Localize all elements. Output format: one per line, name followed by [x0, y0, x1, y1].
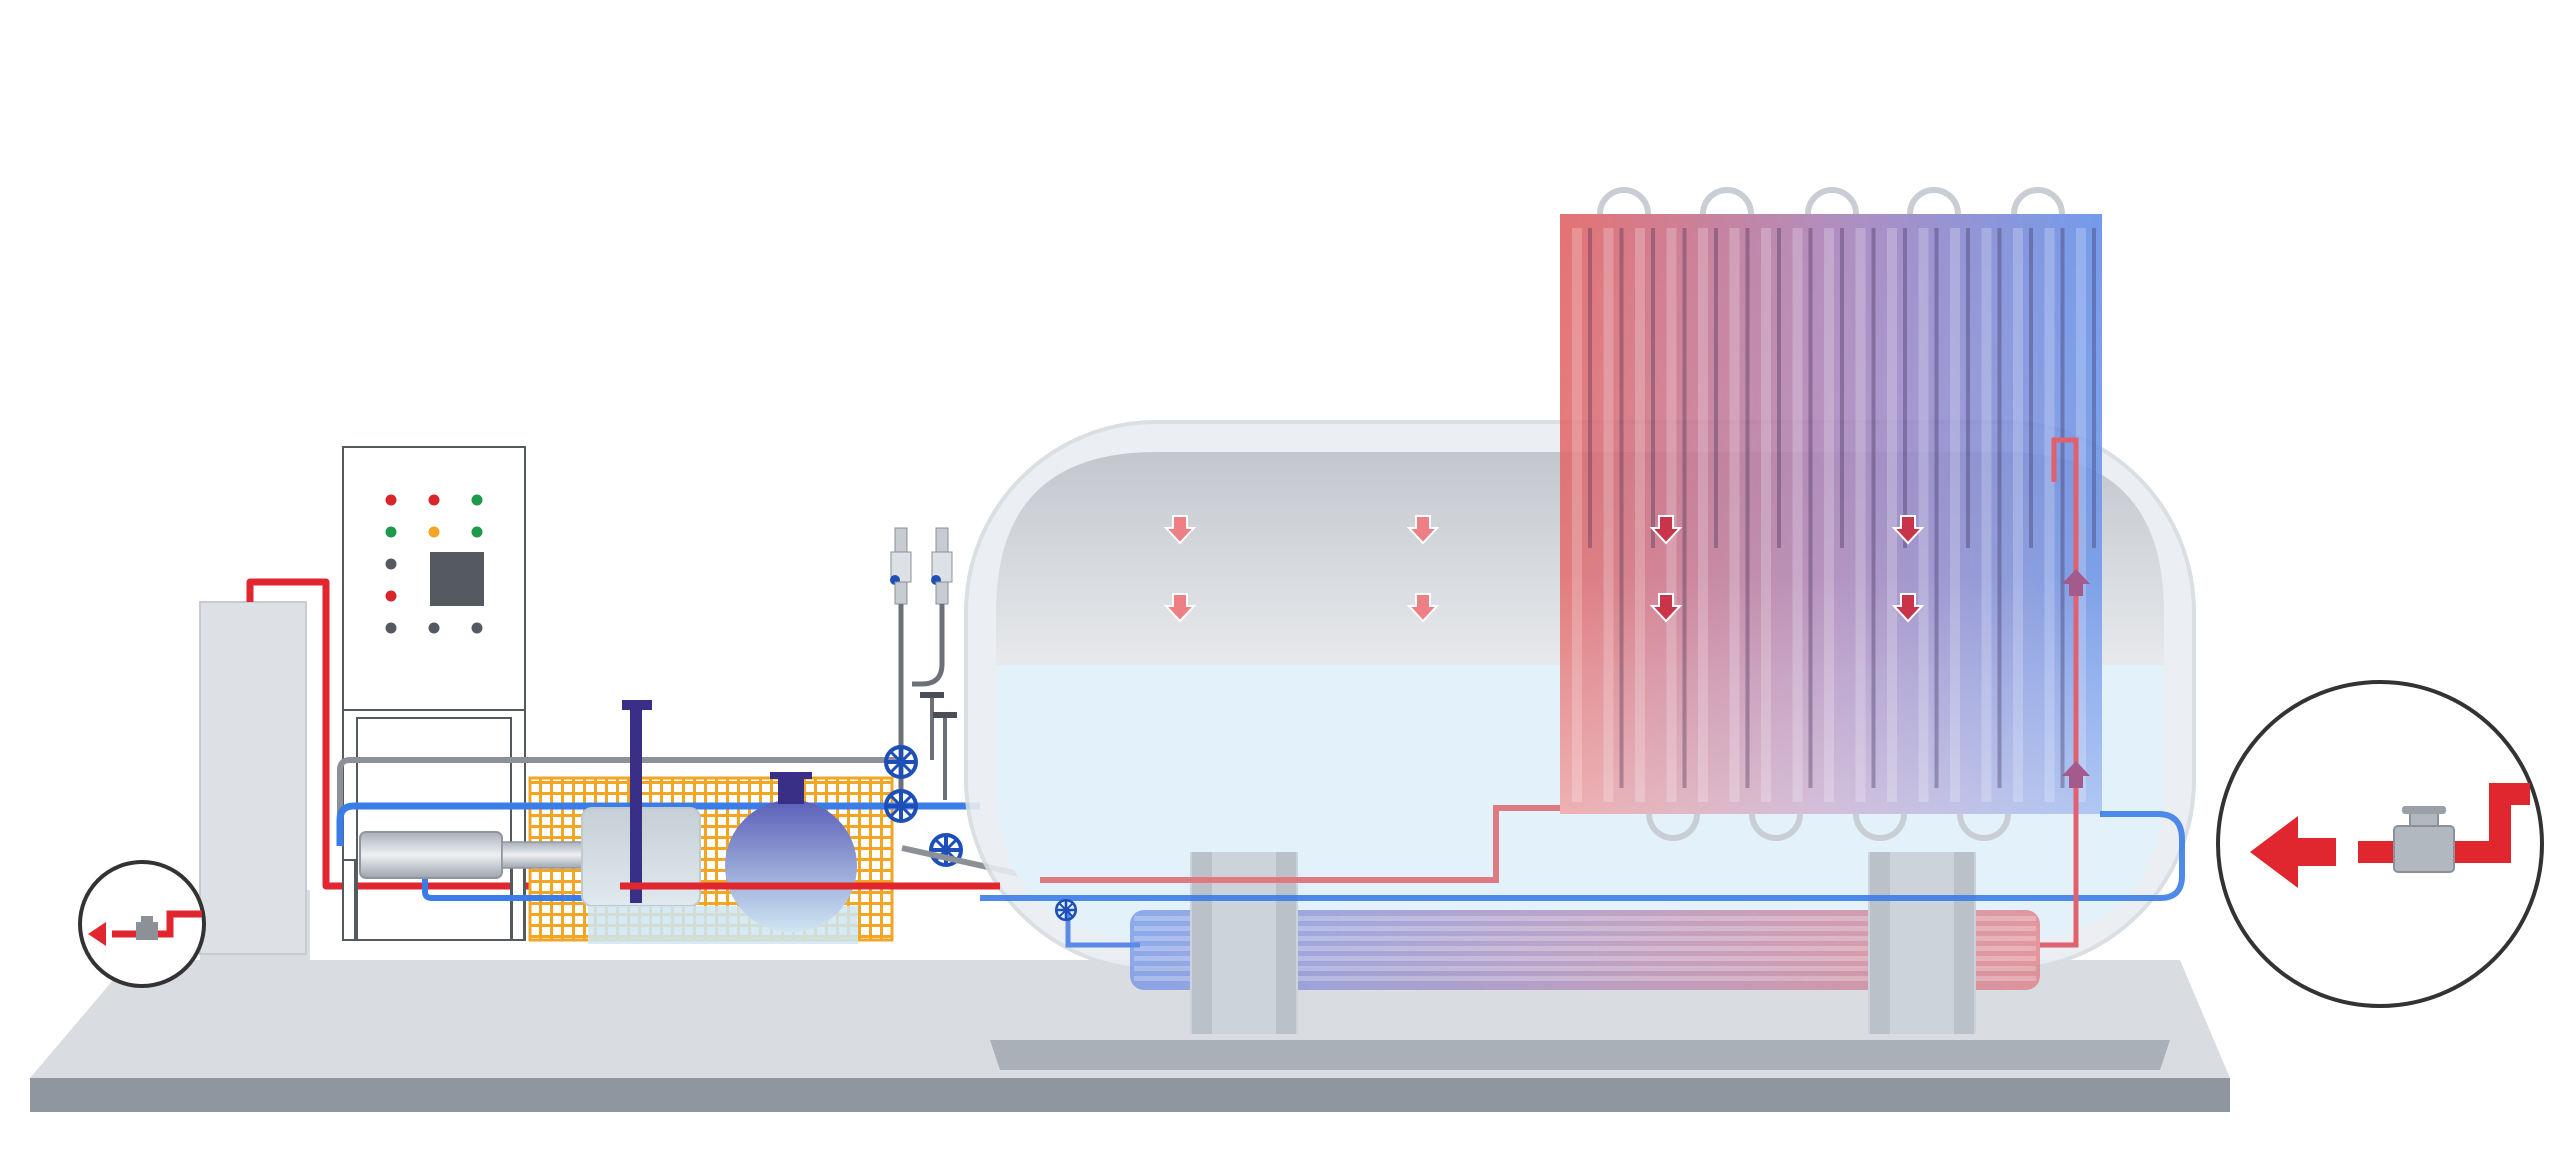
radiator-fin-shadow [1840, 228, 1844, 548]
left-arrow-icon [88, 922, 106, 946]
radiator-fin [1887, 228, 1897, 802]
radiator-fin [1698, 228, 1708, 802]
radiator-fin [1918, 228, 1929, 802]
left-arrow-icon [2250, 816, 2336, 888]
radiator-top-loop [2011, 187, 2065, 215]
gauge-2 [933, 712, 957, 800]
panel-light-gray [428, 622, 440, 634]
radiator-fin-shadow [1903, 228, 1907, 548]
cold-pipe-lower-left [422, 876, 700, 901]
panel-light-amber [428, 526, 440, 538]
panel-light-gray [385, 558, 397, 570]
left-cabinet [199, 601, 307, 955]
hx-tube [1134, 966, 2036, 971]
radiator-fin-shadow [1682, 228, 1687, 788]
radiator-fin-shadow [1966, 228, 1970, 548]
radiator-bottom-loop [1853, 813, 1907, 841]
hot-pipe-riser [2040, 437, 2079, 948]
radiator-fin [1792, 228, 1803, 802]
hx-tube [1134, 956, 2036, 961]
radiator-fin [1603, 228, 1614, 802]
cold-pipe-bottom [980, 811, 2185, 901]
hx-tube [1134, 916, 2036, 921]
hx-tube [1134, 946, 2036, 951]
panel-light-red [385, 494, 397, 506]
panel-light-gray [471, 622, 483, 634]
gauge-1 [920, 692, 944, 760]
radiator-bottom-loop [1957, 813, 2011, 841]
safety-valve-1 [890, 527, 912, 605]
radiator-fin-shadow [2029, 228, 2033, 548]
radiator-fin-shadow [1619, 228, 1624, 788]
cold-pipe-hx-inlet [1065, 910, 1140, 948]
radiator-top-loop [1597, 187, 1651, 215]
hx-tube [1134, 926, 2036, 931]
control-panel [342, 446, 526, 941]
radiator-top-loop [1700, 187, 1754, 215]
radiator-fin [1981, 228, 1992, 802]
buffer-sphere [725, 772, 857, 932]
radiator-fin [2013, 228, 2023, 802]
handwheel-valve-1[interactable] [884, 745, 918, 779]
panel-display [430, 552, 484, 606]
radiator-fin [2044, 228, 2055, 802]
panel-light-red [428, 494, 440, 506]
radiator-top-loop [1805, 187, 1859, 215]
radiator-fin-shadow [1777, 228, 1781, 548]
pump-column [622, 700, 652, 903]
radiator-fin [2076, 228, 2086, 802]
outlet-detail-right [2216, 680, 2544, 1008]
radiator-bottom-loop [1646, 813, 1700, 841]
tank-skid [990, 1040, 2170, 1070]
radiator-fin [1729, 228, 1740, 802]
radiator-fin [1761, 228, 1771, 802]
safety-line-2 [912, 604, 945, 687]
handwheel-valve-2[interactable] [884, 789, 918, 823]
panel-light-green [471, 526, 483, 538]
radiator-fin [1635, 228, 1645, 802]
hx-tube [1134, 976, 2036, 981]
panel-leg-left [342, 859, 356, 941]
panel-light-red [385, 590, 397, 602]
vaporizer-drum [359, 831, 593, 879]
radiator-fin-shadow [2060, 228, 2065, 788]
panel-light-gray [385, 622, 397, 634]
radiator-fin-shadow [1871, 228, 1876, 788]
safety-valve-2 [931, 527, 953, 605]
radiator-fin-shadow [1808, 228, 1813, 788]
gray-return-pipe [337, 757, 900, 836]
hx-tube [1134, 936, 2036, 941]
radiator-fin-shadow [1934, 228, 1939, 788]
radiator-fin [1572, 228, 1582, 802]
radiator-fin-shadow [1651, 228, 1655, 548]
radiator-fin [1824, 228, 1834, 802]
hot-pipe-tank-inlet [1040, 805, 1560, 883]
panel-light-green [385, 526, 397, 538]
radiator-fin [1950, 228, 1960, 802]
radiator-fin-shadow [1745, 228, 1750, 788]
radiator-bottom-loop [1749, 813, 1803, 841]
handwheel-valve-4[interactable] [1054, 898, 1078, 922]
radiator-fin-shadow [1714, 228, 1718, 548]
radiator-fin [1855, 228, 1866, 802]
radiator-bank [1560, 187, 2102, 841]
radiator-fin-shadow [1588, 228, 1592, 548]
heat-exchanger [1130, 852, 2040, 1034]
outlet-detail-left [78, 860, 206, 988]
panel-light-green [471, 494, 483, 506]
cold-pipe-left-loop [336, 802, 980, 846]
radiator-fin-shadow [2092, 228, 2096, 548]
radiator-fin-shadow [1997, 228, 2002, 788]
panel-lights [385, 494, 483, 634]
radiator-top-loop [1907, 187, 1961, 215]
